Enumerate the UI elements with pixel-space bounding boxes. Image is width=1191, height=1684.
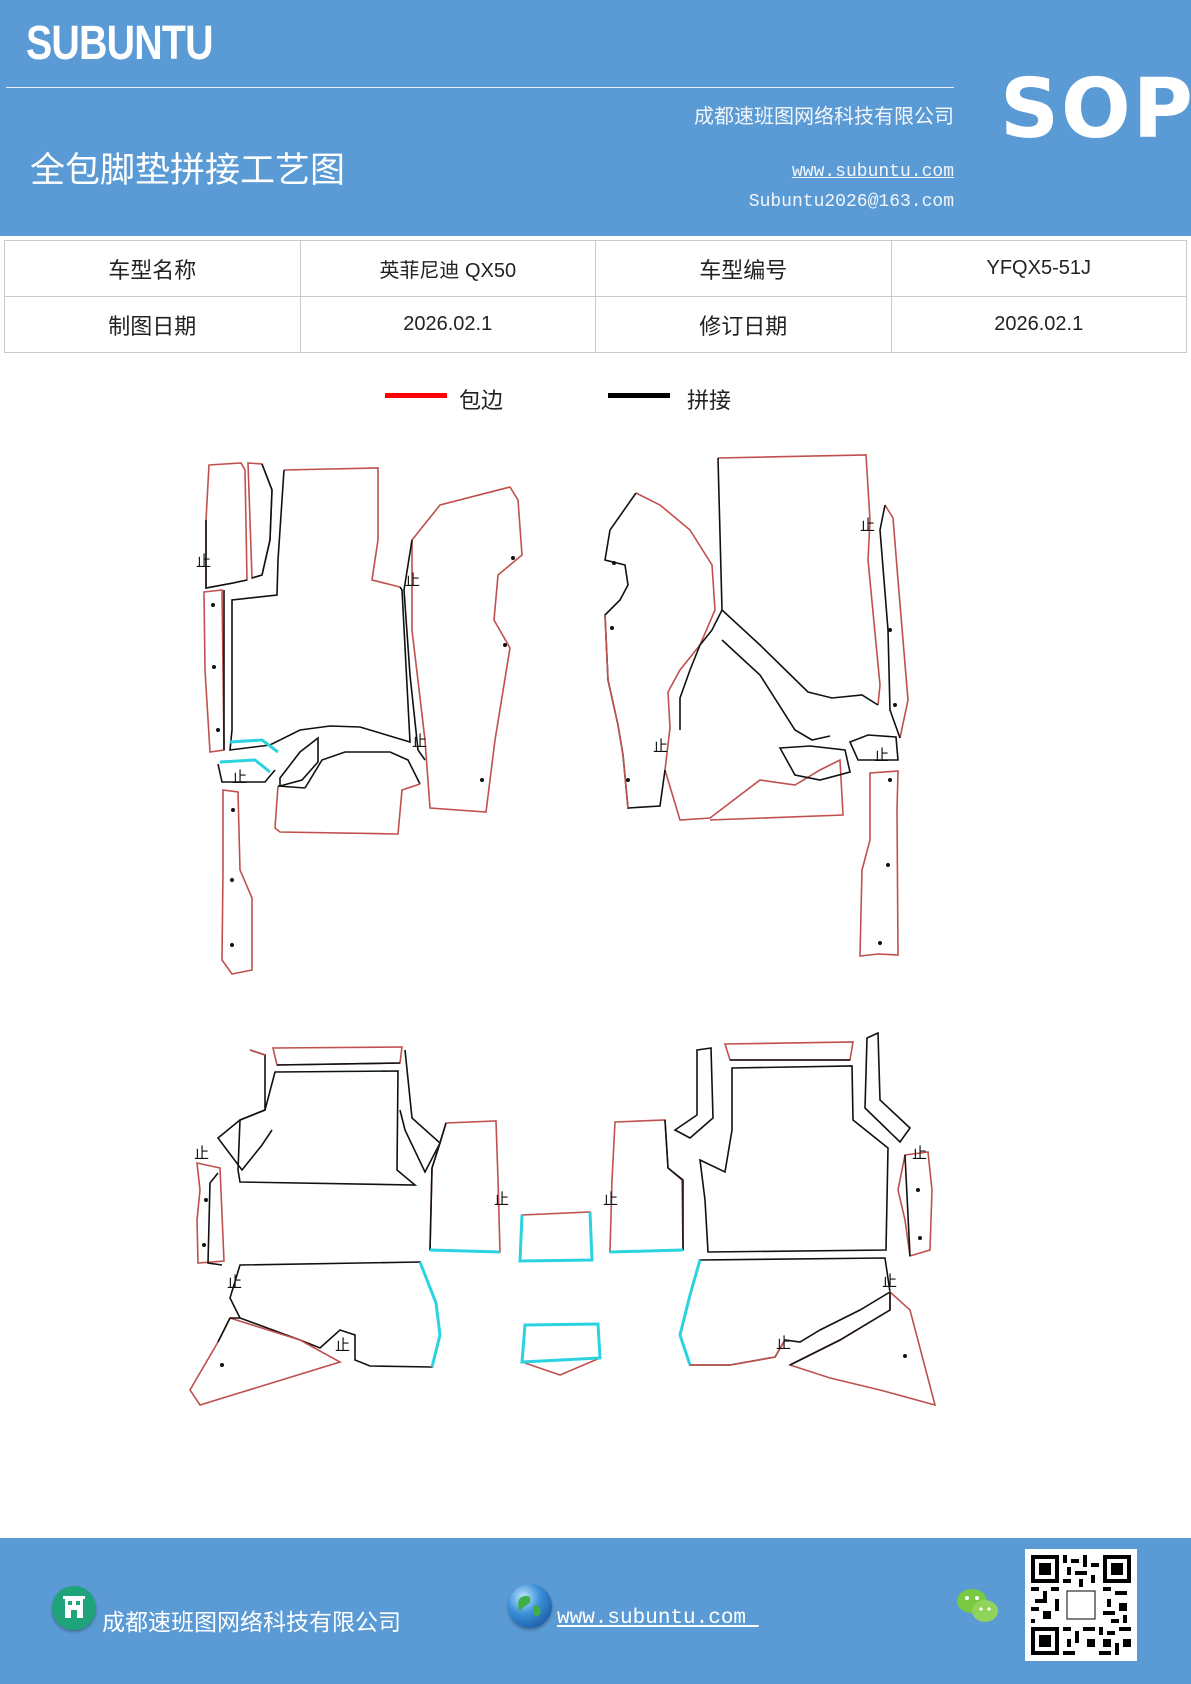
stop-mark: 止 xyxy=(196,552,211,570)
page-footer: 成都速班图网络科技有限公司 www.subuntu.com xyxy=(0,1538,1191,1684)
stop-mark: 止 xyxy=(912,1144,927,1162)
legend-label-binding: 包边 xyxy=(459,389,504,414)
brand-logo: SUBUNTU xyxy=(26,17,213,70)
stop-mark: 止 xyxy=(405,571,420,589)
footer-company-name: 成都速班图网络科技有限公司 xyxy=(102,1610,401,1636)
stop-mark: 止 xyxy=(653,737,668,755)
stop-mark: 止 xyxy=(776,1334,791,1352)
stop-mark: 止 xyxy=(335,1336,350,1354)
mat-pieces-drawing: 止 止 止 止 止 止 止 xyxy=(189,454,937,1407)
stop-mark: 止 xyxy=(412,732,427,750)
draw-date-value: 2026.02.1 xyxy=(299,296,596,353)
model-code-label: 车型编号 xyxy=(595,240,892,297)
front-right-mats: 止 止 止 xyxy=(604,454,909,957)
revise-date-value: 2026.02.1 xyxy=(890,296,1187,353)
model-code-value: YFQX5-51J xyxy=(890,240,1187,297)
draw-date-label: 制图日期 xyxy=(4,296,301,353)
stop-mark: 止 xyxy=(494,1190,509,1208)
header-company-name: 成都速班图网络科技有限公司 xyxy=(694,104,954,128)
rear-left-mats: 止 止 止 止 xyxy=(189,1046,602,1406)
legend-label-seam: 拼接 xyxy=(687,389,732,414)
globe-icon xyxy=(508,1584,552,1628)
stop-mark: 止 xyxy=(882,1272,897,1290)
page-header: SUBUNTU 成都速班图网络科技有限公司 全包脚垫拼接工艺图 www.subu… xyxy=(0,0,1191,236)
front-left-mats: 止 止 止 止 xyxy=(196,462,523,975)
table-row: 制图日期 2026.02.1 修订日期 2026.02.1 xyxy=(4,296,1187,353)
stop-mark: 止 xyxy=(603,1190,618,1208)
stop-mark: 止 xyxy=(860,516,875,534)
stop-mark: 止 xyxy=(232,768,247,786)
rear-right-mats: 止 止 止 止 xyxy=(603,1031,937,1407)
wechat-icon[interactable] xyxy=(955,1586,1001,1626)
header-website-link[interactable]: www.subuntu.com xyxy=(791,162,954,182)
model-name-value: 英菲尼迪 QX50 xyxy=(299,240,596,297)
sop-badge: SOP xyxy=(1000,62,1191,157)
stop-mark: 止 xyxy=(227,1273,242,1291)
stop-mark: 止 xyxy=(874,746,889,764)
table-row: 车型名称 英菲尼迪 QX50 车型编号 YFQX5-51J xyxy=(4,240,1187,297)
stop-mark: 止 xyxy=(194,1144,209,1162)
qr-code xyxy=(1025,1549,1137,1661)
building-icon xyxy=(52,1586,96,1630)
footer-website-link[interactable]: www.subuntu.com xyxy=(557,1607,759,1630)
floor-mat-diagram: 止 止 止 止 止 止 止 xyxy=(0,430,1191,1430)
document-title: 全包脚垫拼接工艺图 xyxy=(30,151,346,191)
header-email[interactable]: Subuntu2026@163.com xyxy=(748,192,954,212)
vehicle-info-table: 车型名称 英菲尼迪 QX50 车型编号 YFQX5-51J 制图日期 2026.… xyxy=(4,240,1187,353)
legend-swatch-black xyxy=(608,393,670,398)
header-divider xyxy=(6,87,954,88)
model-name-label: 车型名称 xyxy=(4,240,301,297)
revise-date-label: 修订日期 xyxy=(595,296,892,353)
legend-swatch-red xyxy=(385,393,447,398)
